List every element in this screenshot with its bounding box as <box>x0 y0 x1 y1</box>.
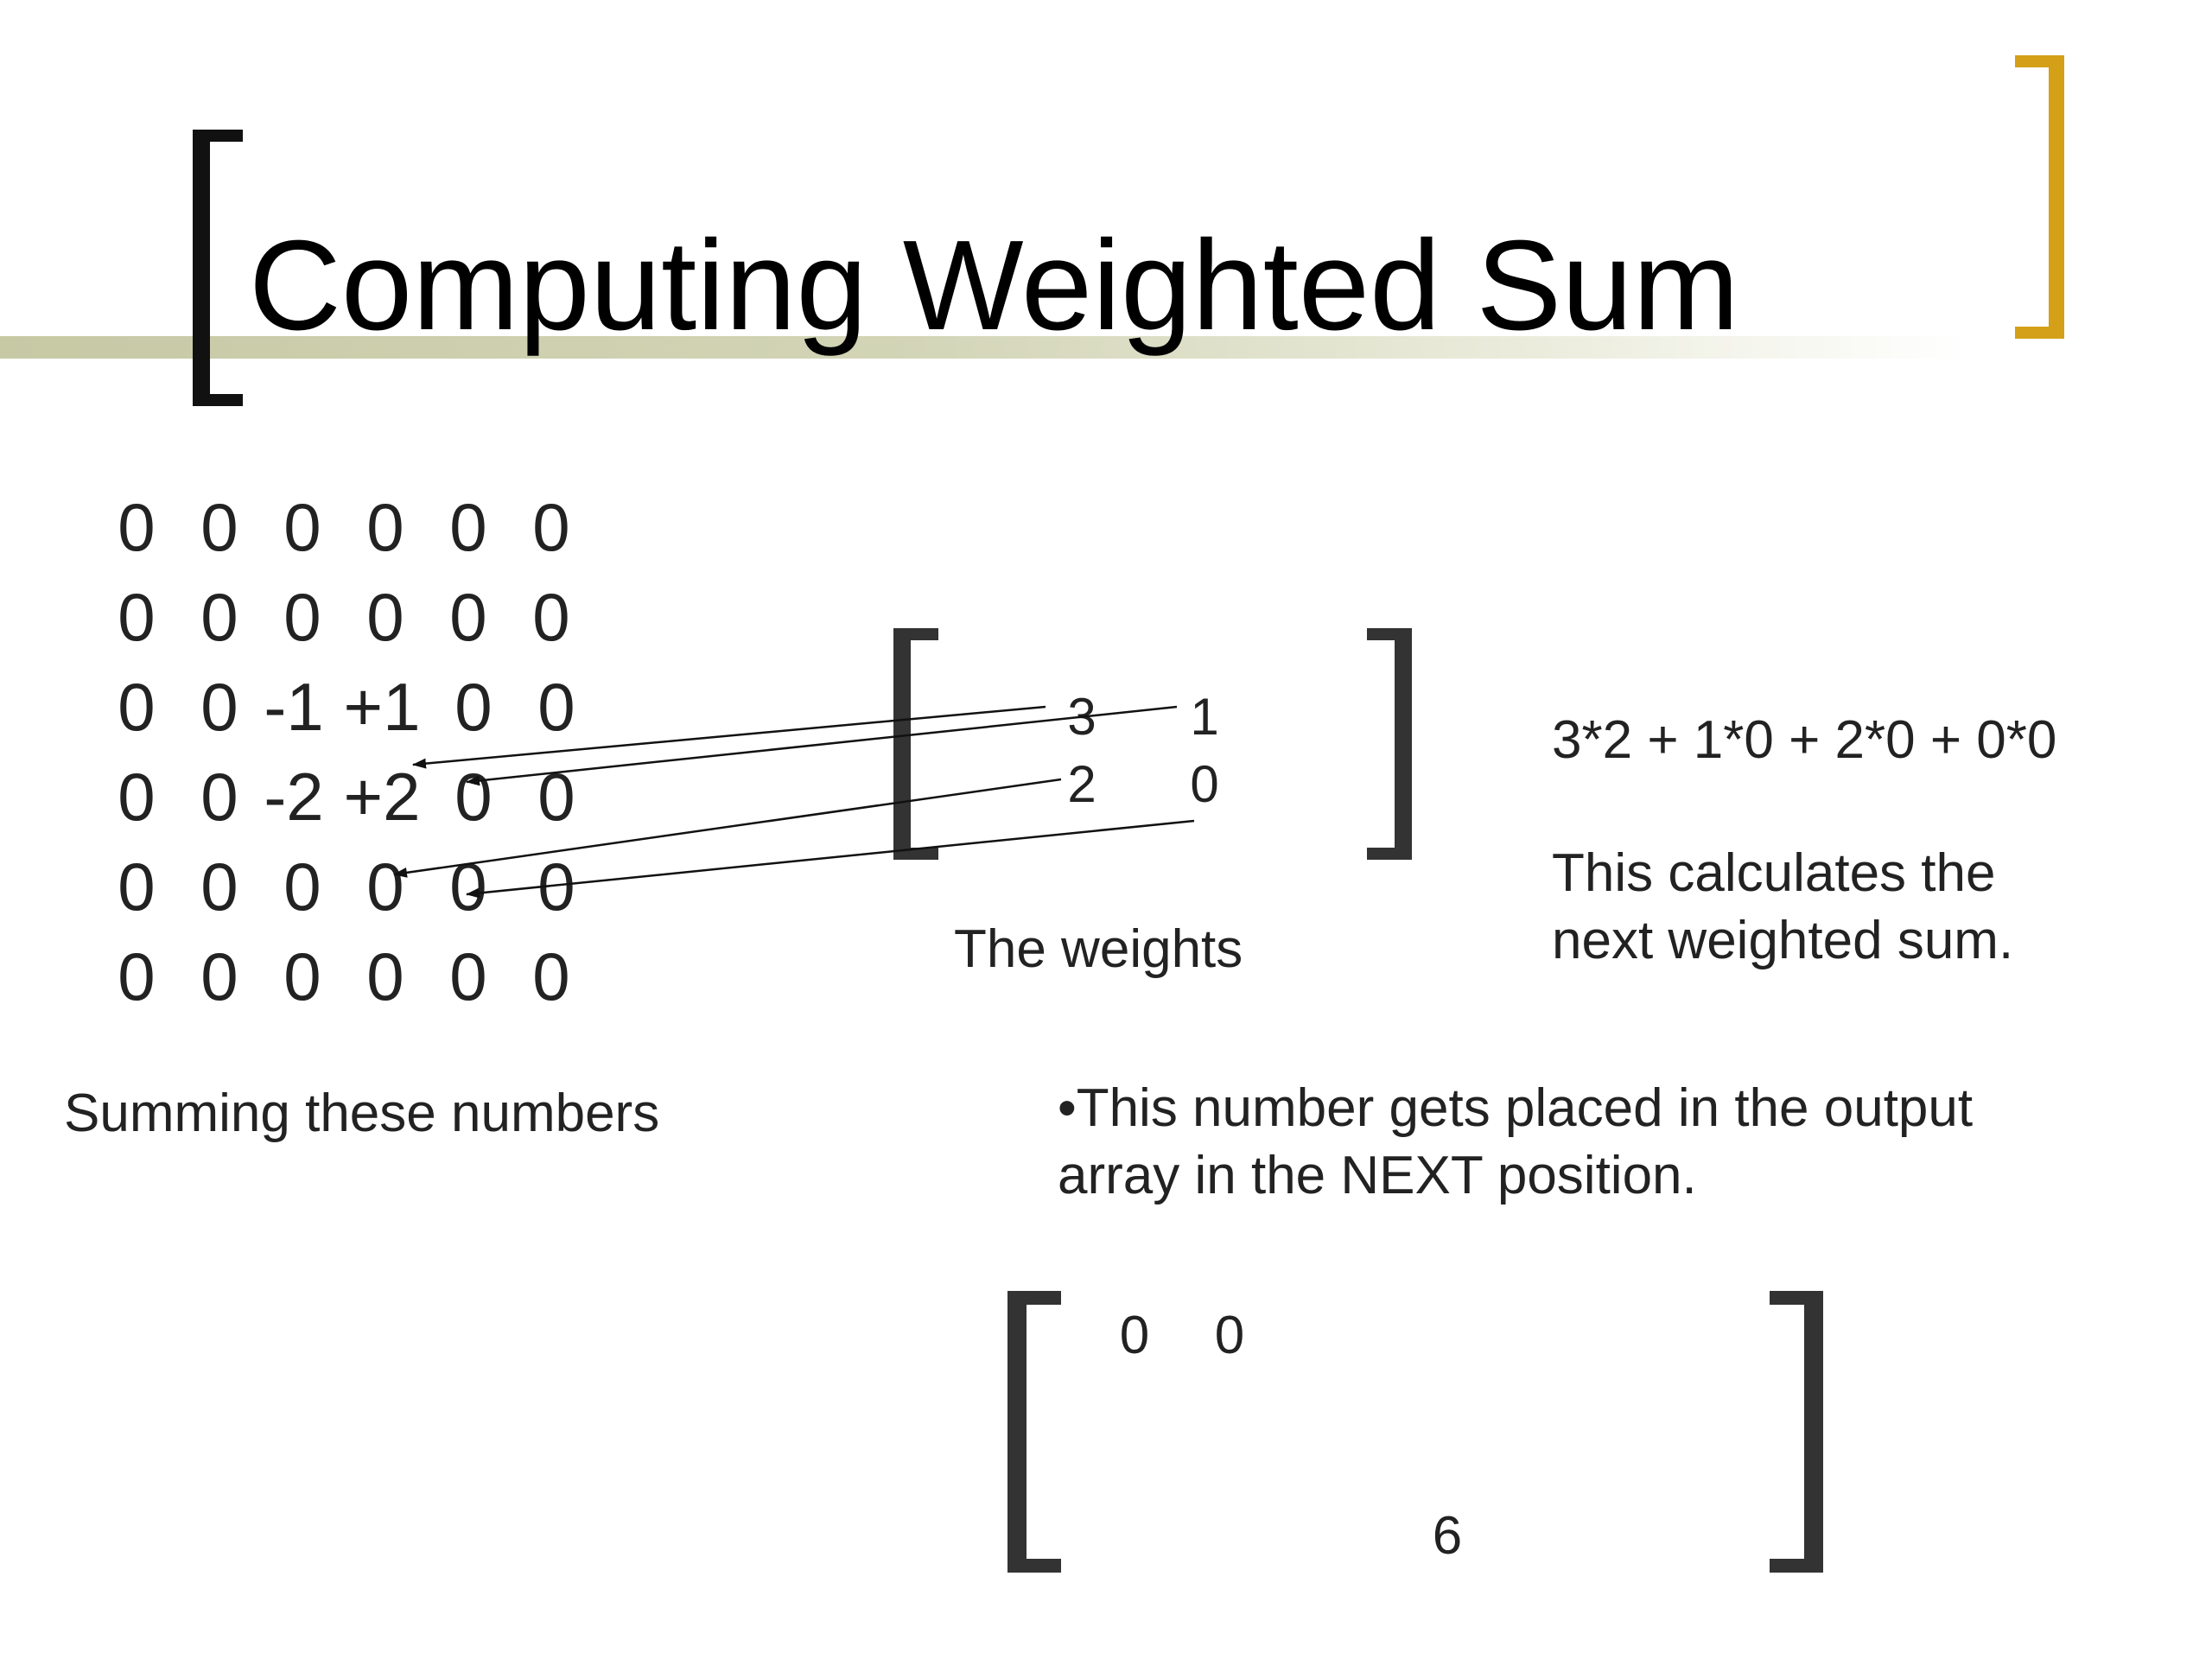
grid-cell: 0 <box>532 579 570 655</box>
grid-cell: 0 <box>200 938 238 1014</box>
output-left-bracket <box>1007 1291 1061 1573</box>
grid-row-2: 0 0 0 0 0 0 <box>95 574 579 660</box>
grid-cell: 0 <box>118 579 156 655</box>
grid-cell: 0 <box>366 938 404 1014</box>
grid-cell: 0 <box>200 579 238 655</box>
grid-cell: 0 <box>118 489 156 565</box>
calculation-description-line-2: next weighted sum. <box>1552 911 2014 970</box>
weight-value: 0 <box>1190 755 1219 813</box>
grid-cell: +1 <box>343 669 421 745</box>
weight-value: 1 <box>1190 688 1219 746</box>
grid-row-5: 0 0 0 0 0 0 <box>95 843 579 930</box>
grid-cell: 0 <box>200 489 238 565</box>
grid-cell: -2 <box>264 759 324 835</box>
grid-cell: 0 <box>532 938 570 1014</box>
grid-cell: 0 <box>366 849 404 925</box>
slide-title: Computing Weighted Sum <box>249 214 1739 357</box>
arrow-weight-0 <box>466 819 1195 899</box>
arrow-weight-2 <box>393 778 1062 878</box>
weights-right-bracket <box>1367 628 1412 860</box>
grid-row-6: 0 0 0 0 0 0 <box>95 933 579 1020</box>
calculation-description-line-1: This calculates the <box>1552 843 1996 903</box>
grid-cell: 0 <box>118 669 156 745</box>
grid-cell: +2 <box>343 759 421 835</box>
grid-cell: 0 <box>283 579 321 655</box>
arrow-weight-1 <box>466 705 1178 786</box>
weights-caption: The weights <box>954 919 1243 979</box>
arrow-weight-3 <box>412 705 1046 769</box>
output-new-value: 6 <box>1432 1506 1463 1566</box>
grid-cell: 0 <box>118 938 156 1014</box>
grid-cell: 0 <box>118 759 156 835</box>
grid-cell: 0 <box>366 489 404 565</box>
grid-cell: -1 <box>264 669 324 745</box>
grid-cell: 0 <box>454 669 493 745</box>
grid-cell: 0 <box>366 579 404 655</box>
output-right-bracket <box>1770 1291 1823 1573</box>
grid-cell: 0 <box>449 579 487 655</box>
grid-cell: 0 <box>449 489 487 565</box>
grid-cell: 0 <box>283 849 321 925</box>
weighted-sum-formula: 3*2 + 1*0 + 2*0 + 0*0 <box>1552 710 2057 770</box>
title-right-bracket <box>2015 55 2064 339</box>
grid-cell: 0 <box>454 759 493 835</box>
grid-cell: 0 <box>118 849 156 925</box>
title-underline-rule <box>0 336 1970 359</box>
grid-cell: 0 <box>283 938 321 1014</box>
output-value: 0 <box>1214 1306 1245 1365</box>
grid-cell: 0 <box>200 759 238 835</box>
grid-cell: 0 <box>537 669 575 745</box>
grid-row-1: 0 0 0 0 0 0 <box>95 484 579 570</box>
grid-cell: 0 <box>449 938 487 1014</box>
grid-cell: 0 <box>532 489 570 565</box>
input-grid-caption: Summing these numbers <box>64 1084 660 1143</box>
output-value: 0 <box>1119 1306 1150 1365</box>
title-left-bracket <box>193 130 243 406</box>
grid-row-4: 0 0 -2 +2 0 0 <box>95 753 579 840</box>
note-line-1: •This number gets placed in the output <box>1058 1078 1974 1138</box>
grid-row-3: 0 0 -1 +1 0 0 <box>95 664 579 750</box>
note-line-2: array in the NEXT position. <box>1058 1146 1697 1205</box>
grid-cell: 0 <box>200 669 238 745</box>
grid-cell: 0 <box>283 489 321 565</box>
weight-value: 2 <box>1067 755 1096 813</box>
grid-cell: 0 <box>200 849 238 925</box>
